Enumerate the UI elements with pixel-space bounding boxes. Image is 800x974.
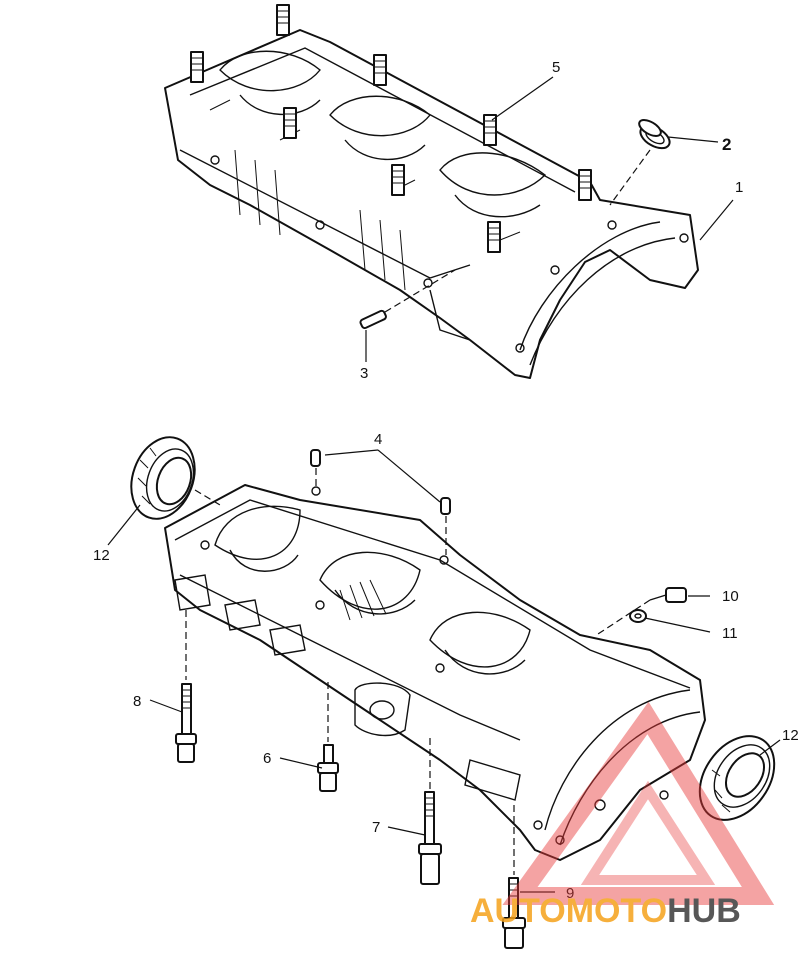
callout-7: 7 [372,819,380,836]
watermark-triangle-outer [502,701,775,905]
upper-crankcase [164,29,699,379]
leader-lines [107,76,781,893]
callout-1: 1 [735,179,743,196]
washer-part-11 [629,609,647,623]
callout-6: 6 [263,750,271,767]
oil-seal-right-part-12 [698,735,776,821]
watermark-auto: AUTO [470,892,566,930]
callout-3: 3 [360,365,368,382]
callout-11: 11 [722,625,738,642]
watermark-hub: HUB [667,892,741,930]
svg-text:AUTOMOTOHUB: AUTOMOTOHUB [470,892,741,930]
callout-8: 8 [133,693,141,710]
callout-12-right: 12 [782,727,799,744]
upper-studs [190,4,592,253]
watermark-moto: MOTO [566,892,667,930]
callout-10: 10 [722,588,739,605]
callout-12-left: 12 [93,547,110,564]
dowel-pins-part-4 [310,449,451,555]
callout-5: 5 [552,59,560,76]
bolt-part-9 [502,805,526,949]
bolt-part-7 [418,738,442,885]
callout-2: 2 [722,135,731,154]
grommet-part-2 [609,119,671,206]
dowel-pin-part-3 [359,269,456,330]
bolt-part-8 [175,610,197,763]
callout-4: 4 [374,431,382,448]
lower-crankcase [164,484,706,861]
bolt-part-6 [317,682,339,792]
watermark-triangle-inner [580,780,716,885]
callout-labels: 1 2 3 4 5 6 7 8 9 10 11 12 12 [93,59,799,902]
oil-seal-left-part-12 [130,436,221,520]
watermark-logo: AUTOMOTOHUB [470,701,775,930]
bolt-part-10 [597,587,687,635]
callout-9: 9 [566,885,574,902]
